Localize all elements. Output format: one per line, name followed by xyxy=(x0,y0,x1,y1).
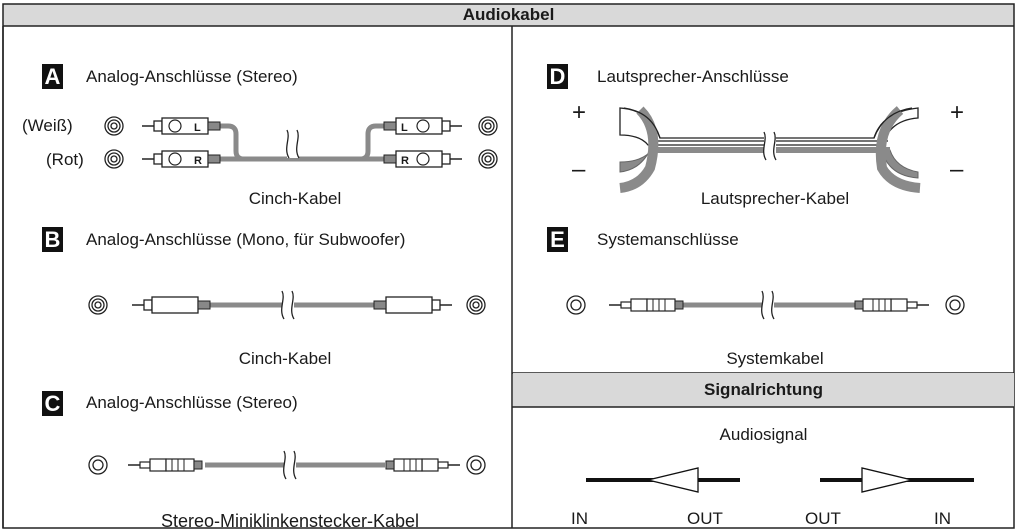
signal-left-in: IN xyxy=(571,509,588,528)
section-c-title: Analog-Anschlüsse (Stereo) xyxy=(86,393,298,412)
section-b-badge: B xyxy=(42,227,63,252)
signal-subtitle: Audiosignal xyxy=(719,425,808,444)
section-e-title: Systemanschlüsse xyxy=(597,230,739,249)
section-a-plug-l-right: L xyxy=(401,122,408,134)
red-label: (Rot) xyxy=(46,150,84,169)
section-d-caption: Lautsprecher-Kabel xyxy=(700,189,850,208)
section-c-badge: C xyxy=(42,391,63,416)
section-c-caption: Stereo-Miniklinkenstecker-Kabel xyxy=(160,511,420,531)
white-label: (Weiß) xyxy=(22,116,73,135)
signal-right-out: OUT xyxy=(805,509,841,528)
plus-right: + xyxy=(950,99,965,126)
section-a-caption: Cinch-Kabel xyxy=(248,189,342,208)
signal-header: Signalrichtung xyxy=(704,380,823,399)
section-d-title: Lautsprecher-Anschlüsse xyxy=(597,67,789,86)
section-a-title: Analog-Anschlüsse (Stereo) xyxy=(86,67,298,86)
signal-right-in: IN xyxy=(934,509,951,528)
page-title: Audiokabel xyxy=(3,4,1014,26)
section-a-plug-r-left: R xyxy=(194,155,202,167)
section-a-badge: A xyxy=(42,64,63,89)
section-b-caption: Cinch-Kabel xyxy=(238,349,332,368)
plus-left: + xyxy=(572,99,587,126)
section-a-plug-r-right: R xyxy=(401,155,409,167)
minus-left: – xyxy=(572,156,586,183)
minus-right: – xyxy=(950,156,964,183)
section-e-badge: E xyxy=(547,227,568,252)
section-d-badge: D xyxy=(547,64,568,89)
section-b-title: Analog-Anschlüsse (Mono, für Subwoofer) xyxy=(86,230,406,249)
section-e-caption: Systemkabel xyxy=(726,349,824,368)
signal-left-out: OUT xyxy=(687,509,723,528)
section-a-plug-l-left: L xyxy=(194,122,201,134)
